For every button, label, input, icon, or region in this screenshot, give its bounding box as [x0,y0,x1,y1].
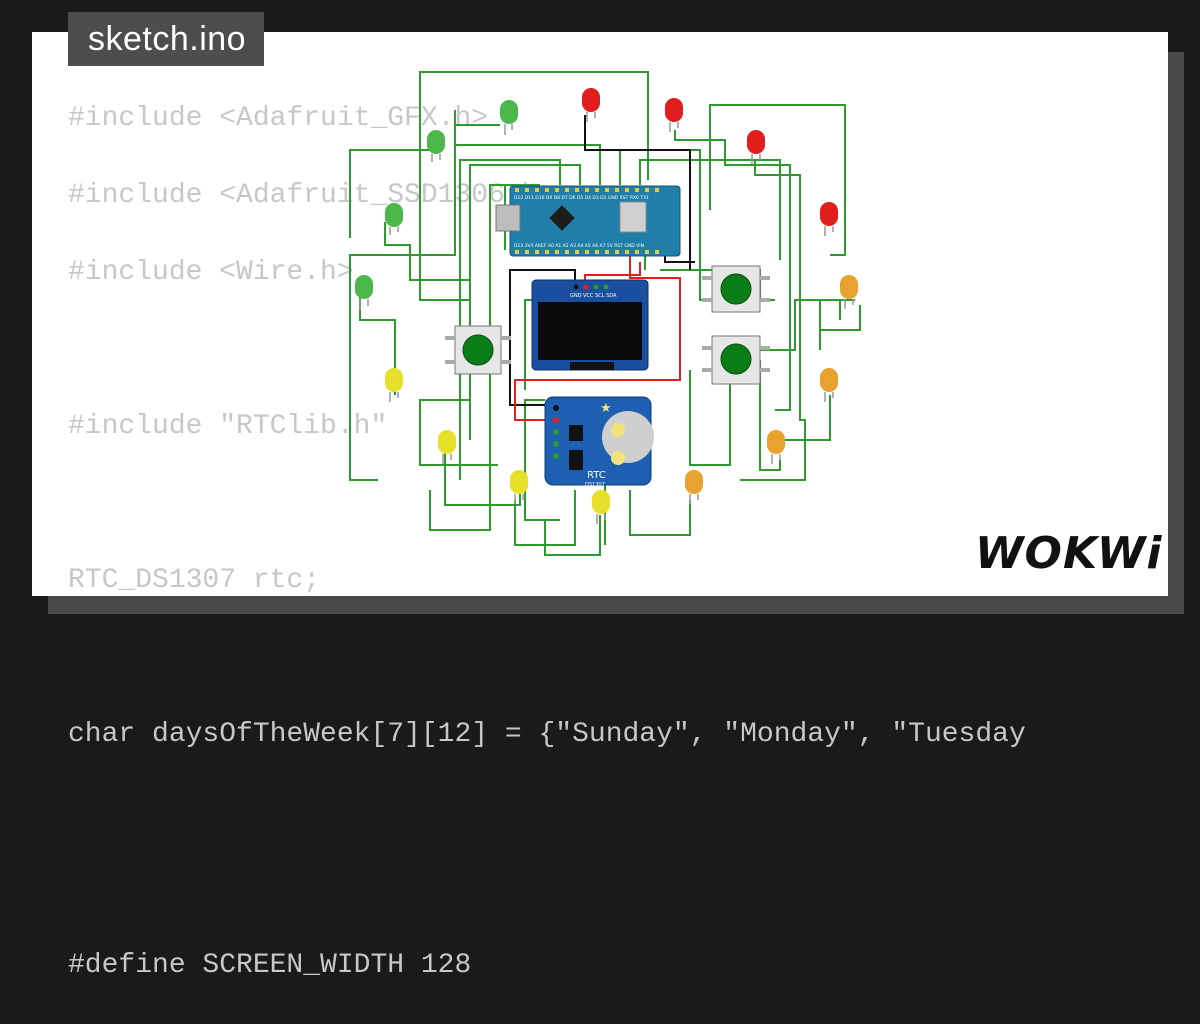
wokwi-logo: WOKWi [975,528,1163,579]
led-red [747,130,765,164]
led-orange [820,368,838,402]
push-button [702,265,770,313]
push-button [702,335,770,385]
code-line [68,793,1026,832]
led-orange [767,430,785,464]
code-line: #include "RTClib.h" [68,411,388,442]
nano-pin-labels-top: D12 D11 D10 D9 D8 D7 D6 D5 D4 D3 D2 GND … [514,195,649,201]
oled-display: GND VCC SCL SDA [531,279,649,371]
code-line: #define SCREEN_WIDTH 128 [68,950,472,981]
led-green [385,203,403,235]
led-yellow [592,490,610,524]
green-wires [349,71,861,556]
led-red [665,98,683,132]
led-yellow [438,430,456,464]
oled-pin-labels: GND VCC SCL SDA [570,293,617,299]
rtc-model: DS1307 [585,482,605,488]
push-buttons [445,265,770,385]
rtc-module: RTC DS1307 ★ [544,396,654,488]
rtc-label: RTC [587,470,606,481]
led-red [582,88,600,122]
led-green [500,100,518,135]
led-orange [685,470,703,504]
leds [355,88,858,524]
code-line: RTC_DS1307 rtc; [68,565,321,596]
code-line: #include <Wire.h> [68,257,354,288]
led-yellow [510,470,528,504]
circuit-diagram: D12 D11 D10 D9 D8 D7 D6 D5 D4 D3 D2 GND … [349,71,861,556]
code-line [68,870,1026,909]
code-line: char daysOfTheWeek[7][12] = {"Sunday", "… [68,719,1026,750]
led-red [820,202,838,236]
code-line: #include <Adafruit_GFX.h> [68,103,489,134]
code-line: #include <Adafruit_SSD1306.h> [68,180,556,211]
led-green [355,275,373,310]
led-green [427,130,445,162]
push-button [445,325,511,375]
nano-pin-labels-bottom: D13 3V3 AREF A0 A1 A2 A3 A4 A5 A6 A7 5V … [514,243,644,249]
sketch-tab[interactable]: sketch.ino [68,12,264,66]
svg-text:★: ★ [600,401,612,416]
arduino-nano: D12 D11 D10 D9 D8 D7 D6 D5 D4 D3 D2 GND … [495,185,681,257]
code-line [68,639,1026,678]
led-yellow [385,368,403,402]
led-orange [840,275,858,309]
